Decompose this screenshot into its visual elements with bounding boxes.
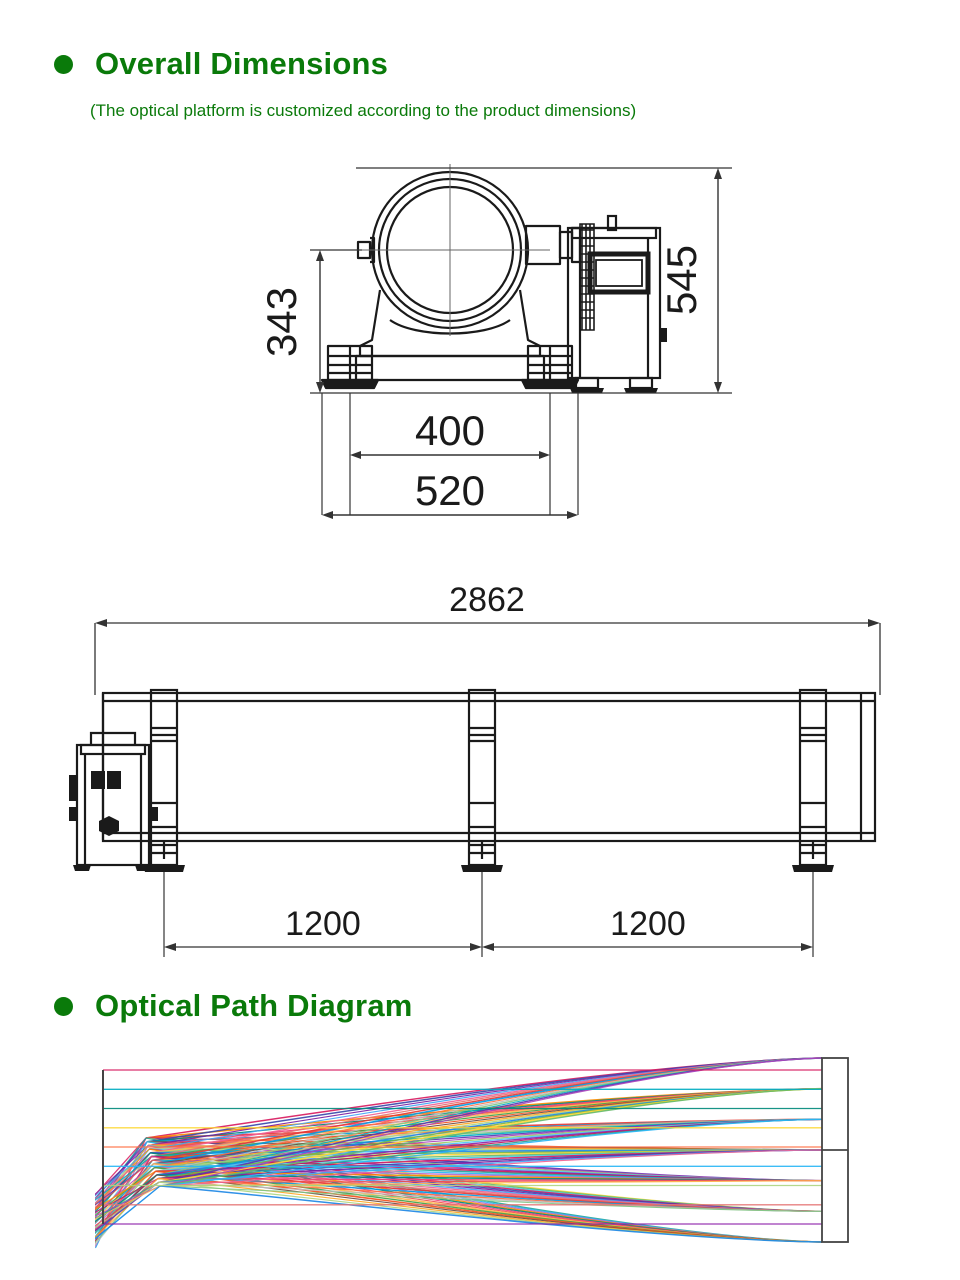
page-title: Overall Dimensions xyxy=(95,46,389,81)
dimension-label-343: 343 xyxy=(258,287,305,357)
section-heading-overall-dimensions: Overall Dimensions xyxy=(54,46,388,82)
ray xyxy=(148,1088,823,1146)
front-elevation-drawing: 343 545 400 xyxy=(250,160,750,535)
optical-path-diagram xyxy=(26,1050,865,1250)
overall-dimensions-subtitle: (The optical platform is customized acco… xyxy=(90,101,637,120)
dimension-label-545: 545 xyxy=(658,245,705,315)
ray xyxy=(159,1185,823,1212)
ray-tail xyxy=(82,1185,161,1249)
ray-bundle xyxy=(26,1057,823,1249)
bullet-icon xyxy=(54,54,73,74)
ray xyxy=(159,1185,823,1243)
exit-optic xyxy=(821,1057,849,1243)
ray xyxy=(159,1087,823,1187)
optical-path-title: Optical Path Diagram xyxy=(95,988,413,1023)
dimension-label-400: 400 xyxy=(415,407,485,454)
side-elevation-drawing: 2862 xyxy=(55,575,905,975)
ray xyxy=(159,1118,823,1187)
ray xyxy=(159,1057,823,1187)
dimension-label-2862: 2862 xyxy=(449,581,525,619)
bullet-icon xyxy=(54,996,73,1016)
dimension-label-1200-left: 1200 xyxy=(285,905,361,943)
dimension-label-520: 520 xyxy=(415,467,485,514)
section-heading-optical-path: Optical Path Diagram xyxy=(54,988,413,1024)
dimension-label-1200-right: 1200 xyxy=(610,905,686,943)
